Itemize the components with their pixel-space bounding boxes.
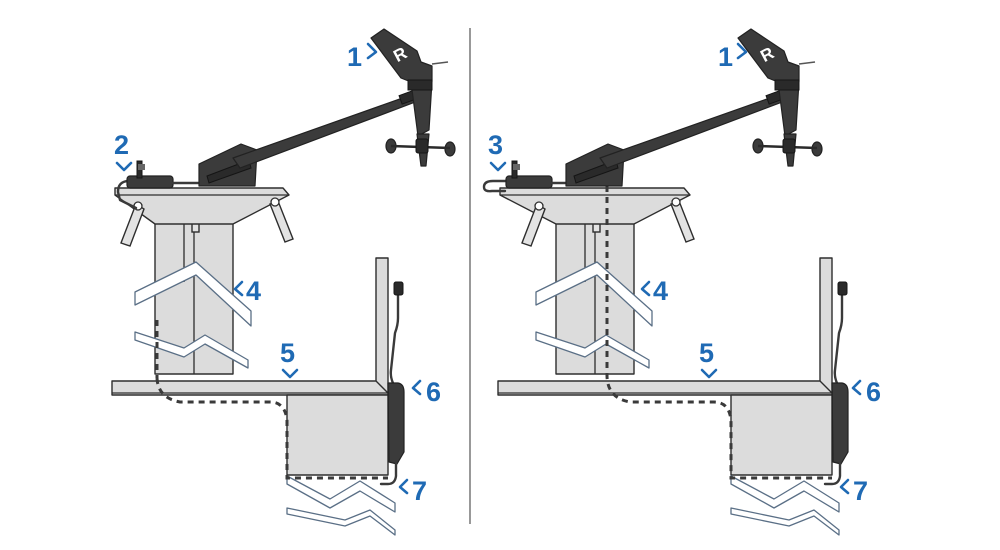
callout-4-left: 4 — [246, 276, 261, 306]
below-deck-housing — [286, 394, 389, 476]
callout-2-left: 2 — [114, 130, 129, 160]
callout-6-right: 6 — [866, 377, 881, 407]
callout-7-left: 7 — [412, 476, 427, 506]
callouts-right: 1 3 4 5 6 7 — [488, 42, 881, 506]
callout-arrow-icon — [489, 161, 507, 172]
callout-arrow-icon — [115, 161, 133, 172]
cable-plug — [393, 281, 404, 296]
callout-arrow-icon — [233, 280, 244, 297]
sensor-arm — [232, 93, 419, 169]
sensor-cable — [389, 290, 400, 387]
callout-arrow-icon — [281, 368, 299, 379]
callout-7-right: 7 — [853, 476, 868, 506]
mounting-plate-right — [499, 187, 691, 225]
callout-5-right: 5 — [699, 338, 714, 368]
callout-1-right: 1 — [718, 42, 733, 72]
callout-arrow-icon — [851, 379, 862, 396]
callout-arrow-icon — [839, 478, 850, 495]
right-panel: R — [482, 28, 849, 536]
callout-6-left: 6 — [426, 377, 441, 407]
callout-3-right: 3 — [488, 130, 503, 160]
vertical-panel — [375, 257, 389, 394]
callout-arrow-icon — [640, 280, 651, 297]
left-bracket — [120, 202, 145, 247]
internal-cable-route — [605, 186, 832, 480]
callout-4-right: 4 — [653, 276, 668, 306]
deck-connector-right — [505, 160, 602, 189]
callout-arrow-icon — [700, 368, 718, 379]
callout-1-left: 1 — [347, 42, 362, 72]
callout-arrow-icon — [366, 42, 378, 60]
deck-connector — [126, 160, 202, 189]
cable-route — [155, 377, 388, 480]
callout-arrow-icon — [398, 478, 409, 495]
right-bracket — [269, 200, 294, 243]
junction-box-right — [831, 382, 849, 465]
wind-transducer-right: R — [737, 28, 823, 167]
callout-5-left: 5 — [280, 338, 295, 368]
left-panel: R — [111, 28, 456, 536]
callouts-left: 1 2 4 5 6 7 — [114, 42, 441, 506]
wind-transducer: R — [370, 28, 456, 167]
junction-box — [387, 382, 405, 465]
callout-arrow-icon — [411, 379, 422, 396]
callout-arrow-icon — [736, 42, 748, 60]
